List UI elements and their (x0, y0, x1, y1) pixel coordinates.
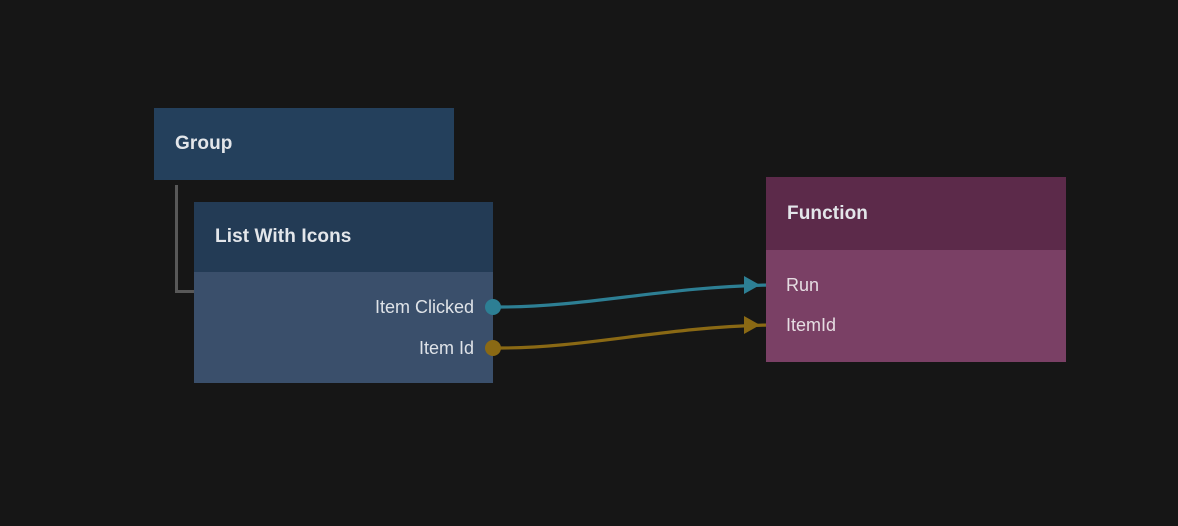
node-list-with-icons-title: List With Icons (215, 226, 352, 247)
node-list-with-icons-header[interactable]: List With Icons (194, 202, 493, 272)
node-function-body: Run ItemId (744, 250, 1066, 362)
input-port-run[interactable]: Run (744, 274, 820, 296)
edge-item-id-to-itemid (499, 323, 770, 350)
group-hierarchy-bracket (175, 185, 195, 293)
node-list-with-icons-body: Item Clicked Item Id (194, 272, 501, 383)
input-port-itemid[interactable]: ItemId (744, 314, 837, 336)
node-function-title: Function (787, 202, 869, 224)
output-port-item-id[interactable]: Item Id (418, 337, 501, 359)
input-port-run-arrow-icon[interactable] (744, 276, 760, 294)
output-port-item-clicked-label: Item Clicked (374, 296, 474, 317)
output-port-item-clicked-dot[interactable] (485, 299, 501, 315)
output-port-item-id-dot[interactable] (485, 340, 501, 356)
node-list-with-icons[interactable]: List With Icons Item Clicked Item Id (194, 202, 501, 383)
node-group-header[interactable]: Group (154, 108, 454, 180)
output-port-item-id-label: Item Id (418, 337, 474, 358)
node-function[interactable]: Function Run ItemId (744, 177, 1066, 362)
edge-item-clicked-to-run (499, 283, 770, 309)
node-group[interactable]: Group (154, 108, 454, 180)
node-group-title: Group (175, 133, 233, 154)
input-port-itemid-arrow-icon[interactable] (744, 316, 760, 334)
input-port-itemid-label: ItemId (786, 314, 837, 335)
node-function-header[interactable]: Function (766, 177, 1066, 250)
input-port-run-label: Run (786, 274, 820, 295)
output-port-item-clicked[interactable]: Item Clicked (374, 296, 501, 318)
